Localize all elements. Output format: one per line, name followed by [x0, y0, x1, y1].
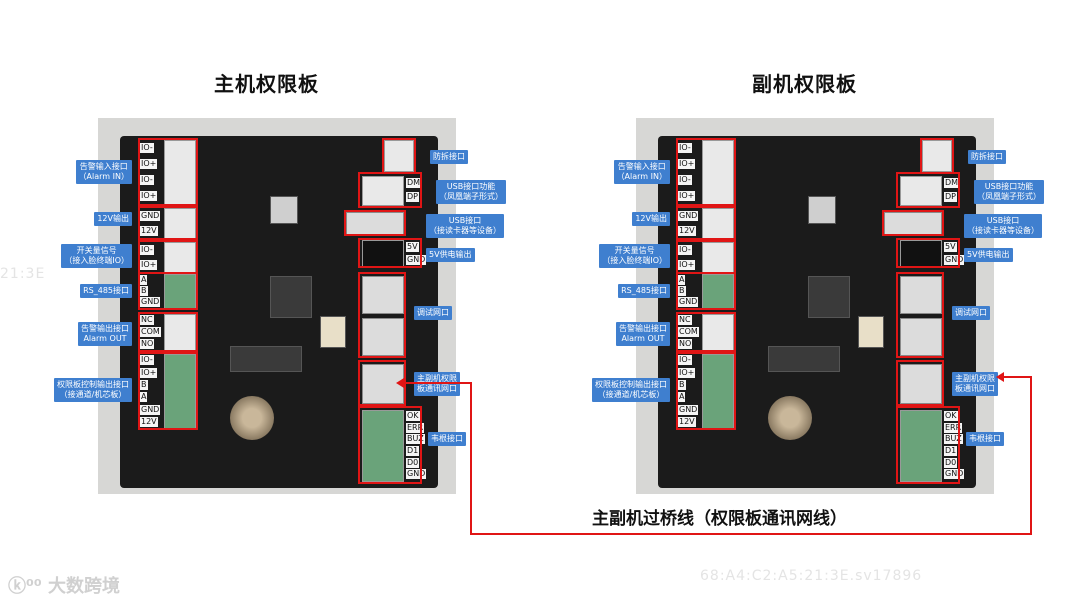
main-callout-tamper: 防拆接口 [430, 150, 468, 164]
sub-callout-v12: 12V输出 [632, 212, 670, 226]
sub-relay [858, 316, 884, 348]
sub-highlight-wiegand [896, 406, 960, 484]
main-callout-usb: USB接口 （接读卡器等设备） [426, 214, 504, 238]
main-chip [230, 346, 302, 372]
sub-chip [808, 276, 850, 318]
sub-highlight-usbfn [896, 172, 960, 208]
main-highlight-5v [358, 238, 422, 268]
main-highlight-alarm_out [138, 312, 198, 352]
bridge-arrow-icon [396, 378, 404, 388]
main-callout-v5: 5V供电输出 [426, 248, 475, 262]
main-highlight-wiegand [358, 406, 422, 484]
sub-highlight-bridge-port [896, 360, 944, 406]
watermark-right: 68:A4:C2:A5:21:3E.sv17896 [700, 568, 922, 584]
sub-highlight-switch [676, 240, 736, 274]
logo-text: 大数跨境 [48, 576, 120, 597]
sub-callout-alarm_in: 告警输入接口 （Alarm IN） [614, 160, 670, 184]
sub-highlight-tamper [920, 138, 954, 174]
main-callout-rs485: RS_485接口 [80, 284, 132, 298]
sub-highlight-usb [882, 210, 944, 236]
sub-highlight-v12 [676, 206, 736, 240]
sub-chip [768, 346, 840, 372]
sub-callout-rs485: RS_485接口 [618, 284, 670, 298]
main-callout-bridge_port: 主副机权限 板通讯网口 [414, 372, 460, 396]
sub-callout-usb: USB接口 （接读卡器等设备） [964, 214, 1042, 238]
bridge-cable-left-vertical [470, 382, 472, 535]
main-callout-alarm_in: 告警输入接口 （Alarm IN） [76, 160, 132, 184]
main-callout-wiegand: 韦根接口 [428, 432, 466, 446]
main-chip [270, 276, 312, 318]
sub-callout-tamper: 防拆接口 [968, 150, 1006, 164]
main-board-title: 主机权限板 [214, 68, 319, 97]
bridge-cable-left-stub [402, 382, 472, 384]
sub-highlight-alarm_in [676, 138, 736, 206]
brand-logo: ⓚ⁰⁰ 大数跨境 [8, 572, 120, 598]
main-highlight-alarm_in [138, 138, 198, 206]
watermark-left: 21:3E [0, 266, 45, 282]
main-highlight-switch [138, 240, 198, 274]
logo-icon: ⓚ⁰⁰ [8, 576, 48, 597]
main-callout-alarm_out: 告警输出接口 Alarm OUT [78, 322, 132, 346]
bridge-cable-label: 主副机过桥线（权限板通讯网线） [592, 504, 847, 529]
bridge-cable-right-vertical [1030, 376, 1032, 535]
main-coin-battery [230, 396, 274, 440]
sub-highlight-debug [896, 272, 944, 358]
sub-callout-wiegand: 韦根接口 [966, 432, 1004, 446]
main-highlight-tamper [382, 138, 416, 174]
sub-callout-bridge_port: 主副机权限 板通讯网口 [952, 372, 998, 396]
sub-dip-switch [808, 196, 836, 224]
main-highlight-rs485 [138, 272, 198, 310]
sub-callout-ctrl: 权限板控制输出接口 （接通道/机芯板） [592, 378, 670, 402]
sub-coin-battery [768, 396, 812, 440]
main-callout-switch: 开关量信号 （接入脸终端IO） [61, 244, 132, 268]
sub-highlight-alarm_out [676, 312, 736, 352]
sub-callout-switch: 开关量信号 （接入脸终端IO） [599, 244, 670, 268]
main-highlight-ctrl [138, 352, 198, 430]
sub-callout-v5: 5V供电输出 [964, 248, 1013, 262]
bridge-arrow-icon [996, 372, 1004, 382]
main-highlight-v12 [138, 206, 198, 240]
main-callout-usbfn: USB接口功能 （凤凰端子形式） [436, 180, 506, 204]
main-callout-debug: 调试网口 [414, 306, 452, 320]
bridge-cable-right-stub [1002, 376, 1032, 378]
main-highlight-usbfn [358, 172, 422, 208]
main-callout-ctrl: 权限板控制输出接口 （接通道/机芯板） [54, 378, 132, 402]
sub-board-title: 副机权限板 [752, 68, 857, 97]
sub-callout-alarm_out: 告警输出接口 Alarm OUT [616, 322, 670, 346]
sub-highlight-rs485 [676, 272, 736, 310]
sub-highlight-ctrl [676, 352, 736, 430]
main-highlight-usb [344, 210, 406, 236]
sub-callout-debug: 调试网口 [952, 306, 990, 320]
bridge-cable-bottom [470, 533, 1032, 535]
sub-callout-usbfn: USB接口功能 （凤凰端子形式） [974, 180, 1044, 204]
main-dip-switch [270, 196, 298, 224]
sub-highlight-5v [896, 238, 960, 268]
main-highlight-debug [358, 272, 406, 358]
main-callout-v12: 12V输出 [94, 212, 132, 226]
main-relay [320, 316, 346, 348]
